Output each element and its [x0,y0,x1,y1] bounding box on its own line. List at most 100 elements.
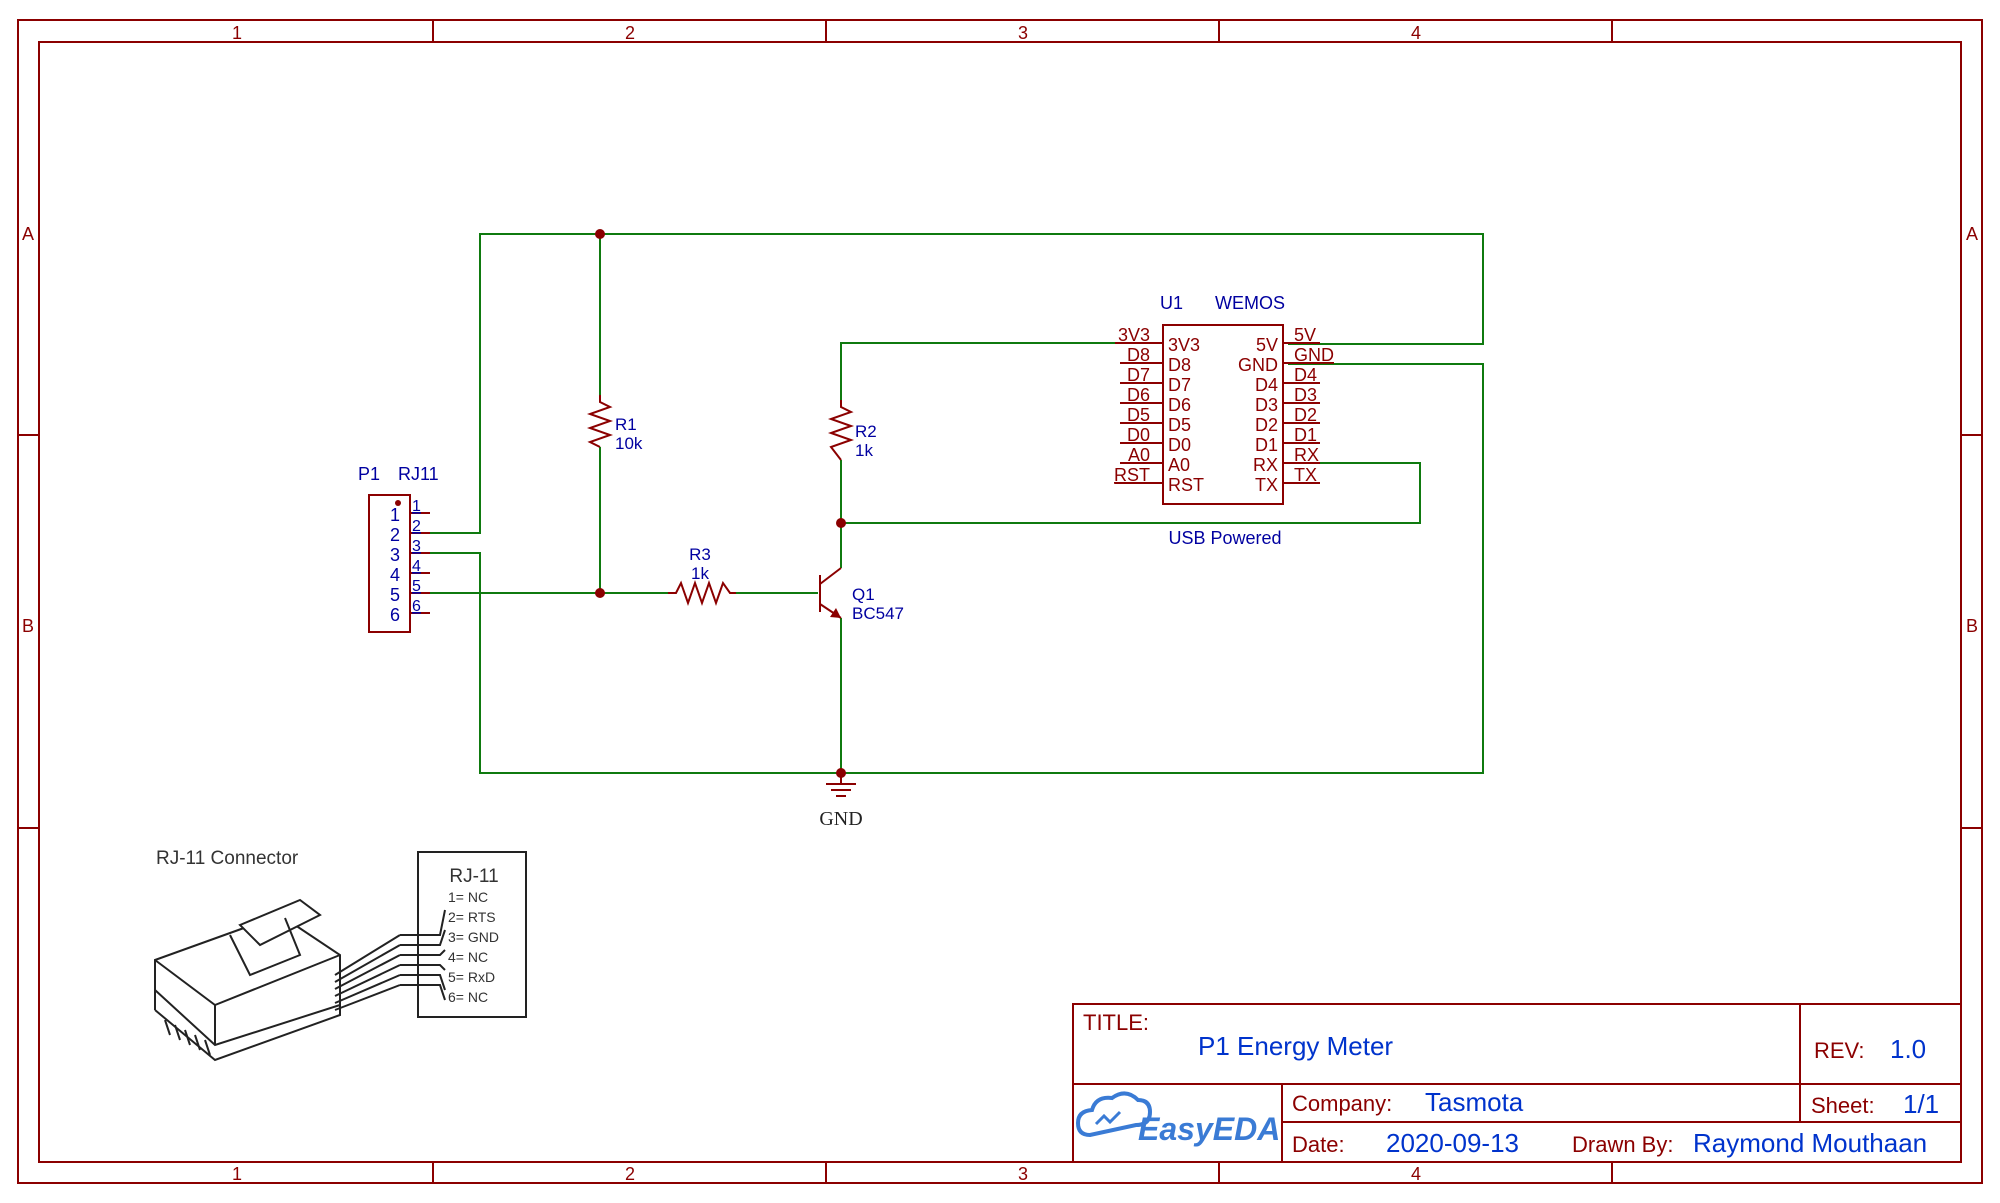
u1-pin-3v3: 3V3 [1118,325,1150,345]
drawn-by-label: Drawn By: [1572,1132,1673,1157]
p1-pin-1: 1 [412,498,421,515]
title-block [1072,1003,1962,1163]
u1-inner-rst: RST [1168,475,1204,495]
rj11-pin-5: 5= RxD [448,969,495,985]
inner-frame [38,41,1962,1163]
rj11-figure-title: RJ-11 Connector [156,848,299,869]
cloud-icon [1075,1091,1153,1138]
rj11-pin-2: 2= RTS [448,909,496,925]
u1-pin-rx: RX [1294,445,1319,465]
p1-value: RJ11 [398,464,439,484]
title-value: P1 Energy Meter [1198,1031,1393,1061]
date-value: 2020-09-13 [1386,1128,1519,1158]
grid-col-1-top: 1 [232,23,242,43]
p1-pin-5: 5 [412,578,421,595]
u1-inner-d7: D7 [1168,375,1191,395]
logo-text: EasyEDA [1138,1111,1280,1147]
u1-inner-d8: D8 [1168,355,1191,375]
transistor-q1 [819,567,842,619]
junctions [595,229,846,778]
u1-pin-d4: D4 [1294,365,1317,385]
u1-inner-d6: D6 [1168,395,1191,415]
u1-pin-d6: D6 [1127,385,1150,405]
u1-inner-d1: D1 [1255,435,1278,455]
rj11-pin-6: 6= NC [448,989,488,1005]
company-label: Company: [1292,1091,1392,1116]
grid-col-3-bottom: 3 [1018,1164,1028,1184]
u1-pin-d3: D3 [1294,385,1317,405]
p1-pin-2: 2 [412,518,421,535]
u1-note: USB Powered [1168,528,1281,548]
rj11-pin-3: 3= GND [448,929,499,945]
ic-u1 [1115,324,1320,505]
p1-inner-pin-4: 4 [390,565,400,585]
easyeda-logo: EasyEDA [1075,1091,1280,1147]
company-value: Tasmota [1425,1087,1524,1117]
p1-pin-3: 3 [412,538,421,555]
u1-left-pins: 3V3 D8 D7 D6 D5 D0 A0 RST [1114,325,1150,485]
u1-pin-5v: 5V [1294,325,1316,345]
p1-inner-pin-2: 2 [390,525,400,545]
title-label: TITLE: [1083,1010,1149,1035]
r2-value: 1k [855,441,873,460]
u1-pin-d7: D7 [1127,365,1150,385]
u1-inner-5v: 5V [1256,335,1278,355]
rj11-pinout-box [417,851,527,1018]
u1-inner-gnd: GND [1238,355,1278,375]
p1-inner-pins: 1 2 3 4 5 6 [390,505,400,625]
u1-pin-a0: A0 [1128,445,1150,465]
u1-pin-d8: D8 [1127,345,1150,365]
r3-value: 1k [691,564,709,583]
p1-inner-pin-3: 3 [390,545,400,565]
q1-ref: Q1 [852,585,875,604]
grid-col-2-top: 2 [625,23,635,43]
u1-inner-d3: D3 [1255,395,1278,415]
u1-inner-tx: TX [1255,475,1278,495]
u1-inner-d4: D4 [1255,375,1278,395]
p1-ref: P1 [358,464,380,484]
grid-row-b-right: B [1966,616,1978,636]
logo-trace-icon [1094,1110,1122,1126]
u1-right-inner: 5V GND D4 D3 D2 D1 RX TX [1238,335,1278,495]
u1-pin-d0: D0 [1127,425,1150,445]
p1-inner-pin-5: 5 [390,585,400,605]
junction-dot [595,229,605,239]
grid-col-2-bottom: 2 [625,1164,635,1184]
u1-inner-d2: D2 [1255,415,1278,435]
u1-inner-d0: D0 [1168,435,1191,455]
grid-col-4-top: 4 [1411,23,1421,43]
p1-outer-pins: 1 2 3 4 5 6 [412,498,421,615]
grid-dividers [18,20,1982,1183]
sheet-label: Sheet: [1811,1093,1875,1118]
ground-symbol [826,773,856,797]
r3-ref: R3 [689,545,711,564]
p1-pin-4: 4 [412,558,421,575]
ground-label: GND [819,808,862,830]
rj11-pin-1: 1= NC [448,889,488,905]
u1-ref: U1 [1160,293,1183,313]
grid-col-1-bottom: 1 [232,1164,242,1184]
grid-row-a-right: A [1966,224,1978,244]
outer-frame [17,19,1983,1184]
u1-inner-a0: A0 [1168,455,1190,475]
u1-value: WEMOS [1215,293,1285,313]
r1-value: 10k [615,434,643,453]
grid-row-a-left: A [22,224,34,244]
u1-inner-rx: RX [1253,455,1278,475]
rj11-box-title: RJ-11 [449,866,498,887]
u1-right-pins: 5V GND D4 D3 D2 D1 RX TX [1294,325,1334,485]
p1-inner-pin-1: 1 [390,505,400,525]
u1-inner-d5: D5 [1168,415,1191,435]
junction-dot [595,588,605,598]
u1-pin-rst: RST [1114,465,1150,485]
drawn-by-value: Raymond Mouthaan [1693,1128,1927,1158]
grid-col-3-top: 3 [1018,23,1028,43]
u1-inner-3v3: 3V3 [1168,335,1200,355]
u1-pin-gnd: GND [1294,345,1334,365]
r2-ref: R2 [855,422,877,441]
u1-left-inner: 3V3 D8 D7 D6 D5 D0 A0 RST [1168,335,1204,495]
rev-value: 1.0 [1890,1034,1926,1064]
resistor-r3 [668,579,736,607]
rj11-plug-drawing [154,898,446,1062]
